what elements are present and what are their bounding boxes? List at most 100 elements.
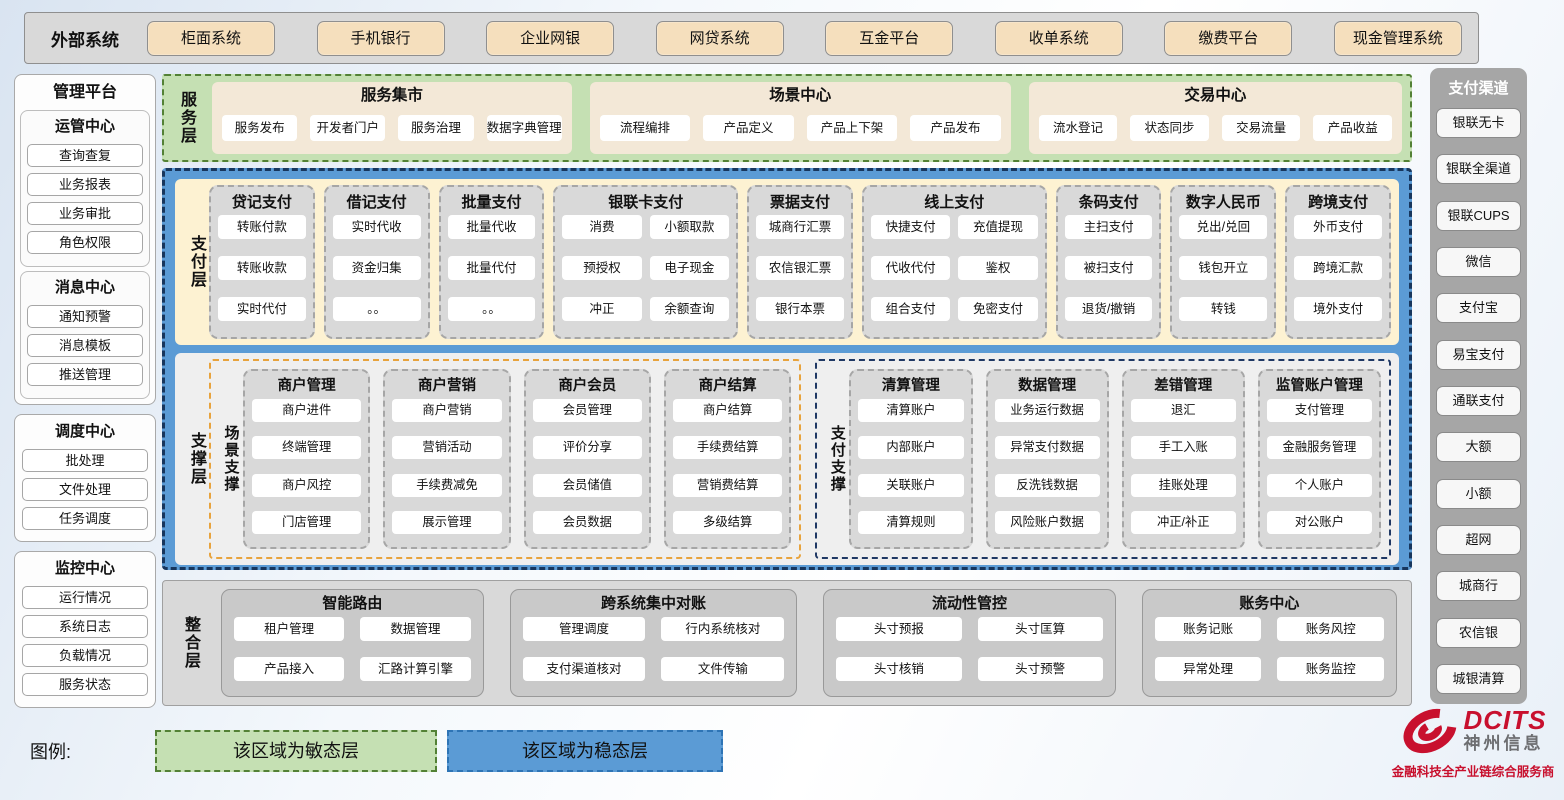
payment-column-items: 主扫支付被扫支付退货/撤销 bbox=[1064, 215, 1153, 329]
payment-layer-columns: 贷记支付转账付款转账收款实时代付借记支付实时代收资金归集。。批量支付批量代收批量… bbox=[209, 185, 1392, 339]
support-column: 监管账户管理支付管理金融服务管理个人账户对公账户 bbox=[1257, 369, 1382, 549]
service-item: 产品定义 bbox=[703, 115, 794, 141]
legend-stable-box: 该区域为稳态层 bbox=[447, 730, 723, 772]
support-item: 会员储值 bbox=[532, 473, 642, 497]
integration-item: 头寸核销 bbox=[836, 656, 962, 681]
payment-column-title: 跨境支付 bbox=[1308, 194, 1369, 211]
integration-panel-title: 流动性管控 bbox=[932, 595, 1008, 612]
group-title: 消息中心 bbox=[54, 279, 115, 296]
payment-column: 线上支付快捷支付充值提现代收代付鉴权组合支付免密支付 bbox=[861, 185, 1047, 339]
payment-item: 免密支付 bbox=[958, 297, 1038, 321]
logo-tagline: 金融科技全产业链综合服务商 bbox=[1391, 765, 1555, 779]
integration-item: 支付渠道核对 bbox=[522, 656, 646, 681]
payment-item: 批量代付 bbox=[447, 256, 536, 280]
menu-item: 消息模板 bbox=[27, 334, 143, 357]
support-item: 手续费减免 bbox=[392, 473, 502, 497]
integration-panel-items: 账务记账账务风控异常处理账务监控 bbox=[1154, 617, 1384, 687]
external-system-box: 网贷系统 bbox=[655, 20, 784, 56]
integration-item: 头寸预报 bbox=[836, 617, 962, 641]
logo-chinese-name: 神州信息 bbox=[1463, 734, 1544, 754]
management-platform-panel: 管理平台 运管中心查询查复业务报表业务审批角色权限消息中心通知预警消息模板推送管… bbox=[14, 74, 156, 405]
payment-item: 。。 bbox=[447, 297, 536, 321]
integration-layer: 整合层 智能路由租户管理数据管理产品接入汇路计算引擎跨系统集中对账管理调度行内系… bbox=[162, 580, 1412, 706]
payment-item: 电子现金 bbox=[649, 256, 730, 280]
support-item: 支付管理 bbox=[1266, 399, 1373, 422]
payment-item: 余额查询 bbox=[649, 297, 730, 321]
payment-item: 城商行汇票 bbox=[756, 215, 844, 239]
support-item: 评价分享 bbox=[532, 436, 642, 460]
service-item: 交易流量 bbox=[1221, 115, 1301, 141]
support-column-items: 业务运行数据异常支付数据反洗钱数据风险账户数据 bbox=[994, 399, 1100, 539]
support-column-items: 支付管理金融服务管理个人账户对公账户 bbox=[1266, 399, 1373, 539]
payment-item: 快捷支付 bbox=[870, 215, 951, 239]
payment-channel-item: 通联支付 bbox=[1436, 385, 1521, 416]
menu-item: 负载情况 bbox=[22, 644, 148, 667]
payment-column: 贷记支付转账付款转账收款实时代付 bbox=[209, 185, 315, 339]
logo-name: DCITS bbox=[1463, 705, 1547, 736]
support-group-columns: 商户管理商户进件终端管理商户风控门店管理商户营销商户营销营销活动手续费减免展示管… bbox=[243, 369, 792, 549]
service-panel-items: 流水登记状态同步交易流量产品收益 bbox=[1038, 108, 1393, 148]
group-title: 调度中心 bbox=[54, 423, 115, 440]
payment-column-title: 批量支付 bbox=[461, 194, 522, 211]
payment-item: 。。 bbox=[332, 297, 421, 321]
legend-label: 图例: bbox=[30, 742, 72, 762]
service-item: 数据字典管理 bbox=[486, 115, 562, 141]
payment-column-title: 银联卡支付 bbox=[608, 194, 684, 211]
support-item: 风险账户数据 bbox=[994, 510, 1100, 534]
payment-column: 银联卡支付消费小额取款预授权电子现金冲正余额查询 bbox=[553, 185, 739, 339]
menu-item: 通知预警 bbox=[27, 305, 143, 328]
integration-panel-title: 智能路由 bbox=[322, 595, 383, 612]
payment-column-items: 批量代收批量代付。。 bbox=[447, 215, 536, 329]
service-panel: 服务集市服务发布开发者门户服务治理数据字典管理 bbox=[212, 82, 572, 154]
payment-channel-item: 小额 bbox=[1436, 478, 1521, 509]
support-column-items: 商户结算手续费结算营销费结算多级结算 bbox=[672, 399, 783, 539]
payment-item: 退货/撤销 bbox=[1064, 297, 1153, 321]
payment-channel-item: 城商行 bbox=[1436, 571, 1521, 602]
integration-item: 账务监控 bbox=[1277, 656, 1384, 681]
support-item: 异常支付数据 bbox=[994, 436, 1100, 460]
service-panel: 场景中心流程编排产品定义产品上下架产品发布 bbox=[589, 82, 1011, 154]
support-column-title: 清算管理 bbox=[881, 378, 940, 394]
payment-layer-label: 支付层 bbox=[188, 235, 205, 289]
payment-channel-item: 支付宝 bbox=[1436, 293, 1521, 324]
support-column-items: 退汇手工入账挂账处理冲正/补正 bbox=[1130, 399, 1236, 539]
payment-channel-item: 微信 bbox=[1436, 246, 1521, 277]
payment-column: 票据支付城商行汇票农信银汇票银行本票 bbox=[747, 185, 853, 339]
support-item: 展示管理 bbox=[392, 510, 502, 534]
payment-column-items: 实时代收资金归集。。 bbox=[332, 215, 421, 329]
payment-item: 被扫支付 bbox=[1064, 256, 1153, 280]
support-item: 金融服务管理 bbox=[1266, 436, 1373, 460]
payment-column-title: 线上支付 bbox=[924, 194, 985, 211]
support-item: 商户结算 bbox=[672, 399, 783, 422]
support-item: 会员管理 bbox=[532, 399, 642, 422]
service-item: 状态同步 bbox=[1130, 115, 1209, 141]
support-column: 数据管理业务运行数据异常支付数据反洗钱数据风险账户数据 bbox=[985, 369, 1109, 549]
integration-item: 账务风控 bbox=[1277, 617, 1384, 641]
external-system-box: 缴费平台 bbox=[1164, 20, 1293, 56]
payment-item: 实时代收 bbox=[332, 215, 421, 239]
support-item: 内部账户 bbox=[858, 436, 964, 460]
payment-column: 批量支付批量代收批量代付。。 bbox=[438, 185, 545, 339]
support-column-title: 商户管理 bbox=[277, 378, 336, 394]
service-item: 服务治理 bbox=[398, 115, 474, 141]
service-panel-title: 场景中心 bbox=[769, 87, 832, 104]
integration-layer-label: 整合层 bbox=[182, 616, 199, 670]
payment-channel-item: 农信银 bbox=[1436, 617, 1521, 648]
group-title: 运管中心 bbox=[54, 118, 115, 135]
service-layer-label: 服务层 bbox=[178, 91, 195, 145]
service-panel-title: 交易中心 bbox=[1184, 87, 1247, 104]
support-item: 反洗钱数据 bbox=[994, 473, 1100, 497]
external-system-box: 手机银行 bbox=[316, 20, 445, 56]
support-item: 手续费结算 bbox=[672, 436, 783, 460]
integration-item: 汇路计算引擎 bbox=[360, 656, 471, 681]
payment-channel-item: 易宝支付 bbox=[1436, 339, 1521, 370]
support-column-title: 商户结算 bbox=[698, 378, 757, 394]
payment-column-title: 借记支付 bbox=[346, 194, 407, 211]
support-item: 会员数据 bbox=[532, 510, 642, 534]
payment-channel-item: 超网 bbox=[1436, 524, 1521, 555]
support-column-title: 商户营销 bbox=[417, 378, 476, 394]
external-system-box: 收单系统 bbox=[994, 20, 1123, 56]
payment-item: 小额取款 bbox=[649, 215, 730, 239]
payment-item: 银行本票 bbox=[756, 297, 844, 321]
menu-item: 推送管理 bbox=[27, 363, 143, 386]
